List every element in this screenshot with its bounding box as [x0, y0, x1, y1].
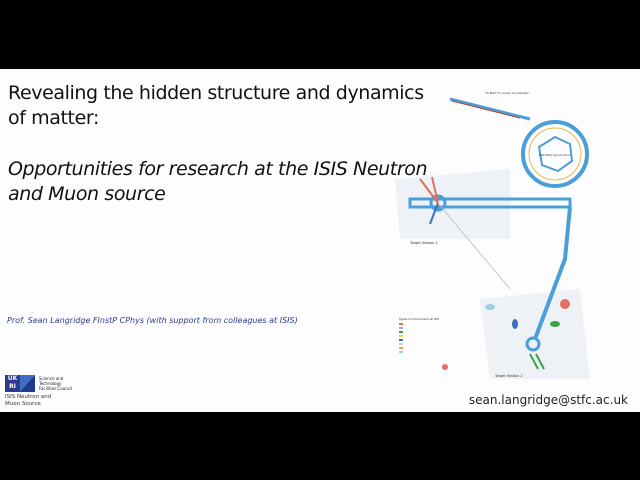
isis-line-1: ISIS Neutron and [5, 394, 52, 400]
svg-text:800 MeV Synchrotron: 800 MeV Synchrotron [539, 153, 571, 157]
stfc-label: Science and Technology Facilities Counci… [39, 376, 89, 391]
svg-text:Types of Instrument at ISIS: Types of Instrument at ISIS [398, 317, 439, 321]
ukri-triangle-icon [20, 375, 35, 392]
stfc-line-3: Facilities Council [39, 386, 73, 391]
stfc-line-2: Technology [39, 381, 62, 386]
stfc-line-1: Science and [39, 376, 64, 381]
title-line-1: Revealing the hidden structure and dynam… [8, 82, 424, 104]
isis-line-2: Muon Source [5, 401, 41, 407]
isis-facility-map: 800 MeV Synchrotron 70 MeV H- Linear Acc… [395, 91, 590, 379]
subtitle-line-1: Opportunities for research at the ISIS N… [8, 158, 428, 180]
author-credit: Prof. Sean Langridge FInstP CPhys (with … [7, 316, 298, 325]
svg-text:Target Station 1: Target Station 1 [409, 241, 438, 245]
ukri-text: UK RI [5, 375, 20, 392]
svg-text:70 MeV H- Linear Accelerator: 70 MeV H- Linear Accelerator [485, 91, 530, 95]
svg-text:Target Station 2: Target Station 2 [494, 374, 523, 378]
slide-subtitle: Opportunities for research at the ISIS N… [8, 157, 428, 207]
contact-email: sean.langridge@stfc.ac.uk [468, 393, 628, 407]
ukri-logo-icon: UK RI [5, 375, 35, 392]
subtitle-line-2: and Muon source [8, 183, 166, 205]
isis-label: ISIS Neutron and Muon Source [5, 394, 85, 408]
title-line-2: of matter: [8, 107, 99, 129]
slide-title: Revealing the hidden structure and dynam… [8, 81, 424, 131]
presentation-slide: Revealing the hidden structure and dynam… [0, 69, 640, 412]
